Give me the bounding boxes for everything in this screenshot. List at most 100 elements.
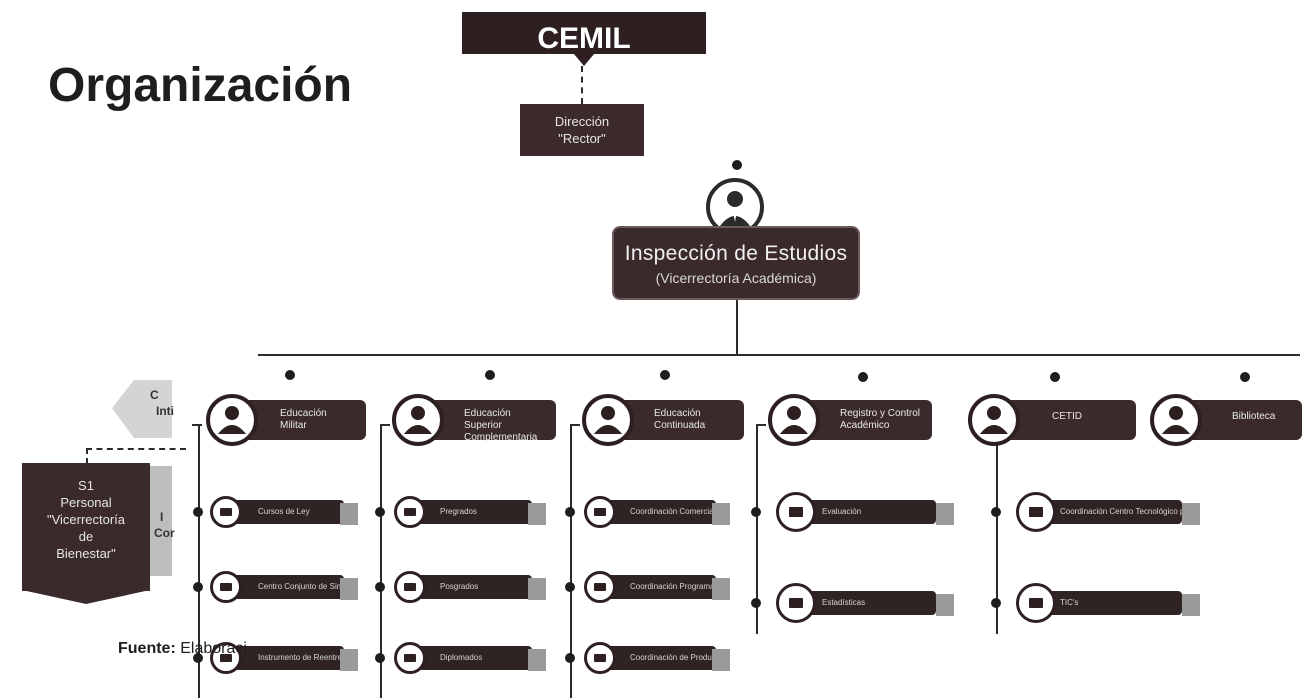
sub-icon	[210, 496, 242, 528]
ribbon-icon	[1182, 503, 1200, 525]
sub-icon	[210, 642, 242, 674]
ribbon-icon	[528, 649, 546, 671]
inspeccion-box: Inspección de Estudios (Vicerrectoría Ac…	[612, 226, 860, 300]
clipped-arrow-box	[112, 380, 172, 438]
head-dot-4	[858, 372, 868, 382]
col3-bracket	[570, 424, 580, 426]
col3-vline	[570, 424, 572, 698]
col1-dot-1	[193, 507, 203, 517]
col2-dot-1	[375, 507, 385, 517]
head5-person-icon	[968, 394, 1020, 446]
head-dot-6	[1240, 372, 1250, 382]
head5-line1: CETID	[1052, 411, 1082, 422]
col3-dot-1	[565, 507, 575, 517]
person-icon	[720, 191, 750, 226]
head6-line1: Biblioteca	[1232, 411, 1276, 422]
head4-line2: Académico	[840, 420, 890, 431]
source-text: Elaboraci	[180, 640, 247, 657]
sub-icon	[394, 496, 426, 528]
s1-label-2: Personal	[60, 495, 112, 510]
sub-icon	[1016, 583, 1056, 623]
cemil-banner-shape	[462, 12, 706, 66]
s1-label-3: "Vicerrectoría	[46, 512, 126, 527]
inspeccion-subtitle: (Vicerrectoría Académica)	[655, 270, 817, 286]
col4-vline	[756, 424, 758, 634]
head-dot-1	[285, 370, 295, 380]
clipped-label-2: Inti	[156, 404, 174, 418]
cemil-label: CEMIL	[537, 22, 631, 55]
col3-dot-2	[565, 582, 575, 592]
ribbon-icon	[936, 594, 954, 616]
cemil-box: CEMIL	[462, 12, 706, 66]
sub-icon	[1016, 492, 1056, 532]
head4-line1: Registro y Control	[840, 408, 921, 419]
clipped-label-1: C	[150, 388, 159, 402]
sub-icon	[584, 642, 616, 674]
sub-icon	[584, 571, 616, 603]
head3-line2: Continuada	[654, 420, 706, 431]
clipped-label-4: Cor	[154, 526, 175, 540]
col2-vline	[380, 424, 382, 698]
ribbon-icon	[1182, 594, 1200, 616]
ribbon-icon	[340, 578, 358, 600]
s1-label-4: de	[78, 529, 94, 544]
head3-line1: Educación	[654, 408, 701, 419]
sub-instrumento: Instrumento de Reentrenamiento	[222, 646, 344, 670]
horizontal-connector	[258, 354, 1300, 356]
col2-dot-3	[375, 653, 385, 663]
s1-box: S1 Personal "Vicerrectoría de Bienestar"	[22, 463, 150, 591]
head2-person-icon	[392, 394, 444, 446]
s1-arrow-tip	[22, 590, 150, 604]
sub-icon	[394, 571, 426, 603]
source-label: Fuente:	[118, 640, 176, 657]
ribbon-icon	[528, 503, 546, 525]
col4-dot-1	[751, 507, 761, 517]
s1-label-1: S1	[78, 478, 94, 493]
inspeccion-title: Inspección de Estudios	[624, 242, 848, 265]
dashed-connector-s1	[86, 448, 186, 450]
head-dot-5	[1050, 372, 1060, 382]
sub-centro-conjunto: Centro Conjunto de Simulación	[222, 575, 344, 599]
sub-cursos-de-ley: Cursos de Ley	[222, 500, 344, 524]
head1-line1: Educación	[280, 408, 327, 419]
direccion-label-1: Dirección	[554, 114, 610, 129]
head2-line1: Educación Superior	[464, 408, 511, 431]
connector-cemil-direccion	[581, 66, 583, 104]
col1-dot-2	[193, 582, 203, 592]
col5-vline	[996, 424, 998, 634]
clipped-gray-box	[150, 466, 172, 576]
page-title: Organización	[48, 59, 353, 112]
head1-line2: Militar	[280, 420, 307, 431]
ribbon-icon	[712, 503, 730, 525]
sub-icon	[776, 492, 816, 532]
connector-dot	[732, 160, 742, 170]
head2-line2: Complementaria	[464, 432, 538, 443]
sub-icon	[210, 571, 242, 603]
col2-bracket	[380, 424, 390, 426]
direccion-box: Dirección "Rector"	[520, 104, 644, 156]
ribbon-icon	[340, 503, 358, 525]
head3-person-icon	[582, 394, 634, 446]
source-caption: Fuente: Elaboraci	[118, 640, 247, 658]
ribbon-icon	[936, 503, 954, 525]
head-dot-3	[660, 370, 670, 380]
col2-dot-2	[375, 582, 385, 592]
col1-vline	[198, 424, 200, 698]
head1-person-icon	[206, 394, 258, 446]
col4-bracket	[756, 424, 766, 426]
direccion-label-2: "Rector"	[558, 131, 606, 146]
col1-dot-3	[193, 653, 203, 663]
head4-person-icon	[768, 394, 820, 446]
head6-person-icon	[1150, 394, 1202, 446]
sub-icon	[584, 496, 616, 528]
ribbon-icon	[712, 649, 730, 671]
col1-bracket	[192, 424, 202, 426]
ribbon-icon	[340, 649, 358, 671]
col5-dot-1	[991, 507, 1001, 517]
ribbon-icon	[712, 578, 730, 600]
head-dot-2	[485, 370, 495, 380]
col5-dot-2	[991, 598, 1001, 608]
sub-diplomados: Diplomados	[404, 646, 532, 670]
connector-inspeccion-down	[736, 300, 738, 354]
ribbon-icon	[528, 578, 546, 600]
